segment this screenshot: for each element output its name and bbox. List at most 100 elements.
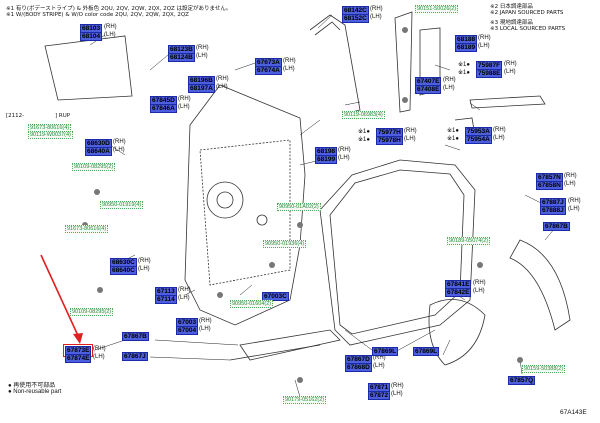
bolt-90159-50388[interactable]: 90159-50388(2): [522, 365, 566, 373]
part-68124b[interactable]: 68124B: [168, 53, 195, 62]
bolt-90109-08295-a[interactable]: 90109-08295(2): [72, 163, 116, 171]
figure-id: 67A143E: [560, 409, 587, 416]
local-mark-d: ※1●: [358, 137, 370, 143]
note-japan-sourced-jp: ※2 日本調達部品: [490, 4, 533, 10]
part-67888j-side: (LH): [568, 206, 580, 212]
part-67867d-side: (RH): [373, 355, 386, 361]
part-68104[interactable]: 68104: [80, 32, 103, 41]
date-range-start: [2112-: [6, 113, 25, 119]
bolt-90950-01604[interactable]: 90950-01604(2): [230, 300, 274, 308]
bolt-90119-06983[interactable]: 90119-06983(4): [342, 111, 385, 119]
part-75978h-side: (LH): [404, 136, 416, 142]
part-75978h[interactable]: 75978H: [376, 136, 403, 145]
legend-non-reusable-en: ● Non-reusable part: [8, 389, 62, 395]
bolt-90109-08295-b[interactable]: 90109-08295(2): [70, 308, 114, 316]
part-68189-side: (LH): [478, 43, 490, 49]
local-mark-f: ※1●: [447, 136, 459, 142]
part-67872[interactable]: 67872: [368, 391, 391, 400]
part-67858n[interactable]: 67858N: [536, 181, 563, 190]
bolt-90151-50026[interactable]: 90151-50026(2): [415, 5, 459, 13]
part-67869l-right[interactable]: 67869L: [413, 347, 440, 356]
part-67003c[interactable]: 67003C: [262, 292, 289, 301]
part-67113-side: (RH): [178, 287, 191, 293]
part-68640c[interactable]: 68640C: [110, 266, 137, 275]
part-68640a-side: (LH): [113, 147, 125, 153]
part-68199[interactable]: 68199: [315, 155, 338, 164]
note-line-jp: ※1 有り(ボデーストライプ) & 外板色 2QU, 2QV, 2QW, 2QX…: [6, 6, 232, 12]
date-range-end: ] RUP: [55, 113, 71, 119]
part-67868d-side: (LH): [373, 363, 385, 369]
legend-text-jp: 再使用不可部品: [13, 383, 56, 389]
part-67408e[interactable]: 67408E: [415, 85, 442, 94]
note-local-sourced-jp: ※3 現地調達部品: [490, 20, 533, 26]
part-68152c-side: (LH): [370, 14, 382, 20]
part-67673a-side: (RH): [283, 58, 296, 64]
part-75954a-side: (LH): [493, 135, 505, 141]
bolt-91673-80616-b[interactable]: 91673-80616(4): [65, 225, 109, 233]
part-75987f-side: (RH): [504, 61, 517, 67]
part-67869l[interactable]: 67869L: [372, 347, 399, 356]
part-67114[interactable]: 67114: [155, 295, 177, 304]
part-67004[interactable]: 67004: [176, 326, 199, 335]
part-75953a-side: (RH): [493, 127, 506, 133]
part-67407e-side: (RH): [443, 77, 456, 83]
part-67858n-side: (LH): [564, 181, 576, 187]
legend-text-en: Non-reusable part: [13, 389, 62, 395]
part-67867b-lower[interactable]: 67867B: [122, 332, 149, 341]
part-68197a[interactable]: 68197A: [188, 84, 215, 93]
part-68142c-side: (RH): [370, 6, 383, 12]
part-67857q[interactable]: 67857Q: [508, 376, 536, 385]
bolt-90189-05074[interactable]: 90189-05074(2): [447, 237, 491, 245]
part-67846a-side: (LH): [178, 104, 190, 110]
part-67874e-side: (LH): [93, 354, 105, 360]
part-67873e-side: (RH): [93, 346, 106, 352]
part-67868d[interactable]: 67868D: [345, 363, 372, 372]
part-67842e[interactable]: 67842E: [445, 288, 472, 297]
part-67845d-side: (RH): [178, 96, 191, 102]
part-68640c-side: (LH): [138, 266, 150, 272]
note-japan-sourced-en: ※2 JAPAN SOURCED PARTS: [490, 10, 564, 16]
part-67842e-side: (LH): [473, 288, 485, 294]
part-68152c[interactable]: 68152C: [342, 14, 369, 23]
selection-arrow-head: [73, 333, 83, 344]
part-67674a-side: (LH): [283, 66, 295, 72]
part-68189[interactable]: 68189: [455, 43, 478, 52]
part-67888j[interactable]: 67888J: [540, 206, 566, 215]
part-67846a[interactable]: 67846A: [150, 104, 177, 113]
weatherstrip-drawing: [319, 159, 476, 346]
part-68123b-side: (RH): [196, 45, 209, 51]
part-75954a[interactable]: 75954A: [465, 135, 492, 144]
local-mark-b: ※1●: [458, 70, 470, 76]
part-67867j[interactable]: 67867J: [122, 352, 148, 361]
bolt-90950-01a02[interactable]: 90950-01A02(2): [277, 203, 321, 211]
note-line-en: ※1 W/(BODY STRIPE) & W/O color code 2QU,…: [6, 12, 189, 18]
part-75988e-side: (LH): [504, 69, 516, 75]
part-68640a[interactable]: 68640A: [85, 147, 112, 156]
part-67841e-side: (RH): [473, 280, 486, 286]
part-67004-side: (LH): [199, 326, 211, 332]
belt-moulding-drawing: [469, 95, 546, 109]
part-67857n-side: (RH): [564, 173, 577, 179]
part-68124b-side: (LH): [196, 53, 208, 59]
part-67872-side: (LH): [391, 391, 403, 397]
part-67867b[interactable]: 67867B: [543, 222, 570, 231]
part-68630d-side: (RH): [113, 139, 126, 145]
bolt-90950-01919[interactable]: 90950-01919(4): [100, 201, 144, 209]
part-68630c-side: (RH): [138, 258, 151, 264]
bolt-90119-w0037[interactable]: 90119-W0037(4): [28, 131, 73, 139]
part-68103-side: (RH): [104, 24, 117, 30]
bolt-90179-05162[interactable]: 90179-05162(2): [283, 396, 327, 404]
part-75988e[interactable]: 75988E: [476, 69, 503, 78]
bolt-90950-01936[interactable]: 90950-01936(4): [263, 240, 307, 248]
part-67003-side: (RH): [199, 318, 212, 324]
local-mark-c: ※1●: [358, 129, 370, 135]
run-channel-drawing: [309, 14, 361, 113]
door-panel-drawing: [184, 84, 306, 326]
part-67874e[interactable]: 67874E: [65, 354, 92, 363]
door-glass-drawing: [44, 35, 133, 101]
legend-non-reusable-jp: ● 再使用不可部品: [8, 383, 56, 389]
part-68198-side: (RH): [338, 147, 351, 153]
local-mark-e: ※1●: [447, 128, 459, 134]
part-67674a[interactable]: 67674A: [255, 66, 282, 75]
part-68188-side: (RH): [478, 35, 491, 41]
